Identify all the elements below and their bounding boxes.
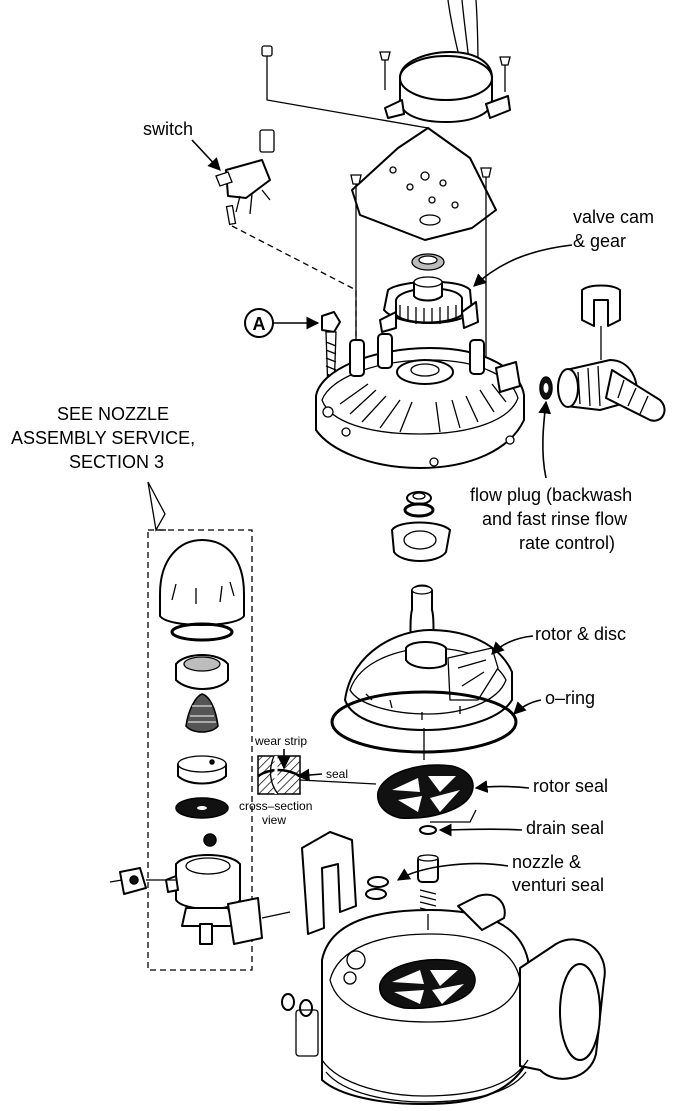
label-valve-cam-1: valve cam — [573, 207, 654, 227]
label-cross-section-2: view — [262, 813, 286, 827]
nozzle-ball — [203, 833, 217, 847]
flow-plug — [539, 376, 553, 400]
valve-cam-gear — [379, 276, 479, 333]
mounting-plate — [350, 127, 497, 440]
screw-a — [321, 311, 341, 405]
spacer-seal — [391, 491, 451, 562]
callout-a: A — [244, 308, 274, 338]
plate-screw — [259, 45, 429, 153]
motor — [384, 0, 511, 123]
label-nozzle-venturi-1: nozzle & — [512, 852, 581, 872]
small-o-rings — [281, 993, 313, 1017]
valve-body — [295, 893, 606, 1105]
nozzle-gasket — [175, 797, 229, 819]
label-rotor-seal: rotor seal — [533, 776, 608, 796]
nozzle-housing — [165, 854, 291, 945]
o-ring — [330, 690, 518, 760]
label-see-nozzle-1: SEE NOZZLE — [57, 404, 169, 424]
valve-cover — [315, 333, 525, 469]
nozzle-cap — [159, 539, 245, 642]
drain-seal-part — [419, 825, 437, 835]
svg-text:A: A — [253, 314, 266, 334]
label-wear-strip: wear strip — [254, 734, 307, 748]
rotor-disc — [344, 584, 513, 731]
label-flow-plug-2: and fast rinse flow — [482, 509, 628, 529]
label-cross-section-1: cross–section — [239, 799, 312, 813]
rotor-seal-part — [376, 764, 477, 823]
label-o-ring: o–ring — [545, 688, 595, 708]
nozzle-venturi-seal-part — [365, 854, 439, 913]
switch-part — [215, 159, 357, 340]
elbow-fitting — [557, 284, 666, 422]
label-rotor-disc: rotor & disc — [535, 624, 626, 644]
label-flow-plug-1: flow plug (backwash — [470, 485, 632, 505]
label-flow-plug-3: rate control) — [519, 533, 615, 553]
label-see-nozzle-3: SECTION 3 — [69, 452, 164, 472]
label-seal: seal — [326, 767, 348, 781]
cam-seal — [411, 253, 445, 271]
nozzle-plug — [109, 867, 176, 895]
label-drain-seal: drain seal — [526, 818, 604, 838]
cross-section-view — [257, 755, 301, 795]
clip — [301, 831, 357, 935]
nozzle-disc — [177, 755, 227, 785]
nozzle-screen — [185, 693, 219, 733]
label-switch: switch — [143, 119, 193, 139]
label-see-nozzle-2: ASSEMBLY SERVICE, — [11, 428, 195, 448]
label-valve-cam-2: & gear — [573, 231, 626, 251]
motor-screws — [379, 51, 511, 92]
nozzle-assembly-box — [147, 529, 253, 971]
label-nozzle-venturi-2: venturi seal — [512, 875, 604, 895]
nozzle-retainer — [175, 654, 229, 690]
